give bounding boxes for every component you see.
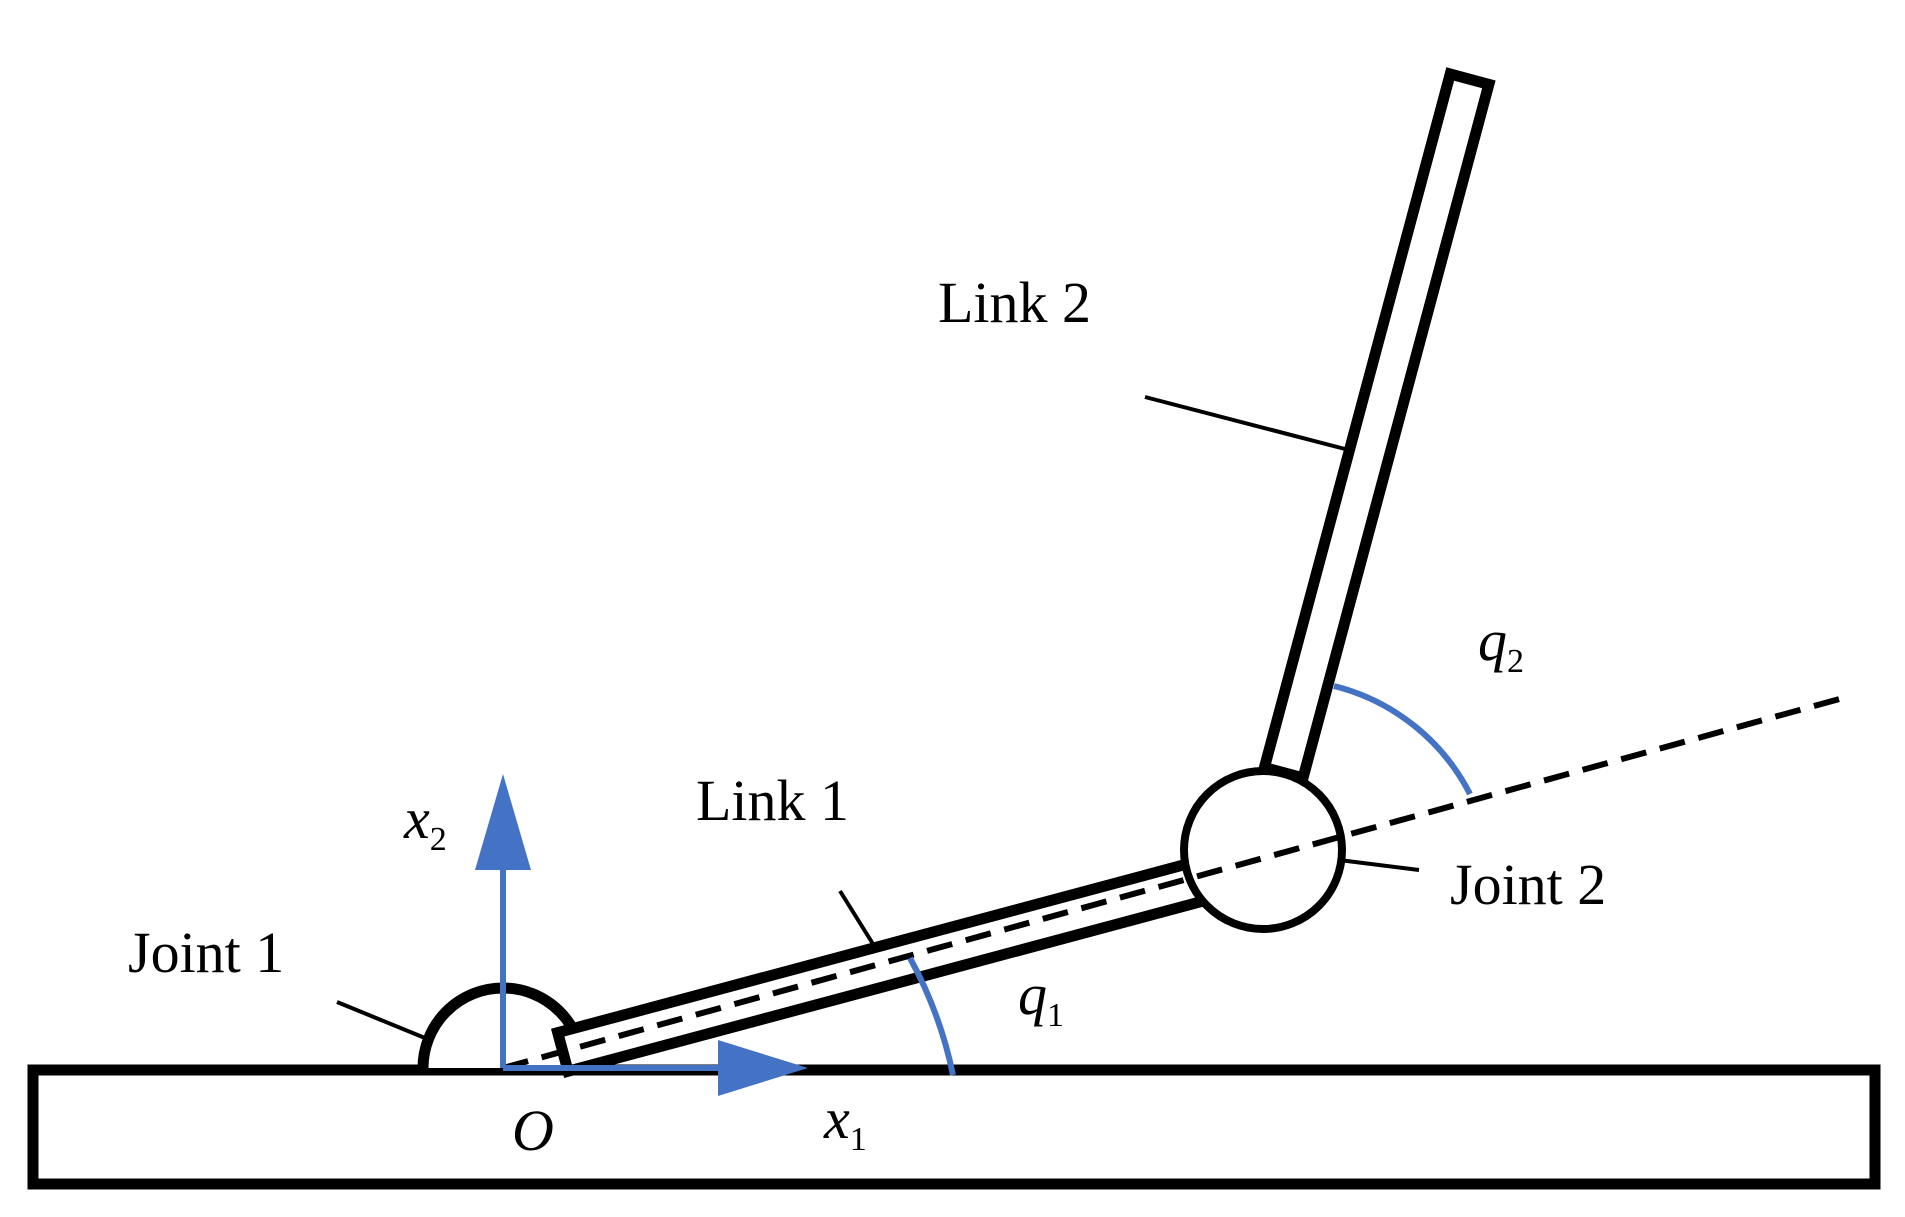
origin-label: O bbox=[512, 1098, 554, 1163]
q1-angle-arc bbox=[907, 956, 956, 1076]
x2-axis-label-sub: 2 bbox=[430, 821, 447, 858]
x2-axis-label-base: x bbox=[403, 786, 430, 851]
x1-axis-label-base: x bbox=[823, 1086, 850, 1151]
joint-2-leader bbox=[1338, 858, 1420, 872]
joint-1-label: Joint 1 bbox=[128, 920, 284, 985]
joint-1-leader bbox=[336, 1000, 426, 1040]
q1-angle-label-base: q bbox=[1018, 962, 1047, 1027]
x1-axis-label-sub: 1 bbox=[850, 1121, 867, 1158]
link-2-label: Link 2 bbox=[938, 270, 1091, 335]
link-1-label: Link 1 bbox=[696, 768, 849, 833]
q1-angle-label-sub: 1 bbox=[1047, 997, 1064, 1034]
x1-axis-label: x1 bbox=[823, 1086, 867, 1158]
q1-angle-label: q1 bbox=[1018, 962, 1064, 1034]
ground-base bbox=[27, 1064, 1881, 1190]
link-1 bbox=[550, 846, 1244, 1079]
link-1-centerline-dashed bbox=[502, 695, 1844, 1071]
q2-angle-arc bbox=[1333, 683, 1473, 796]
q2-angle-label-base: q bbox=[1478, 608, 1507, 673]
joint-2-label: Joint 2 bbox=[1450, 852, 1606, 917]
link-2-leader bbox=[1144, 395, 1346, 451]
x2-axis-label: x2 bbox=[403, 786, 447, 858]
link-1-leader bbox=[838, 889, 875, 946]
x2-axis-arrowhead bbox=[475, 774, 531, 870]
x1-axis-arrowhead bbox=[718, 1040, 808, 1096]
q2-angle-label: q2 bbox=[1478, 608, 1524, 680]
joint-2-circle bbox=[1180, 767, 1346, 933]
link-2 bbox=[1257, 67, 1496, 785]
q2-angle-label-sub: 2 bbox=[1507, 643, 1524, 680]
